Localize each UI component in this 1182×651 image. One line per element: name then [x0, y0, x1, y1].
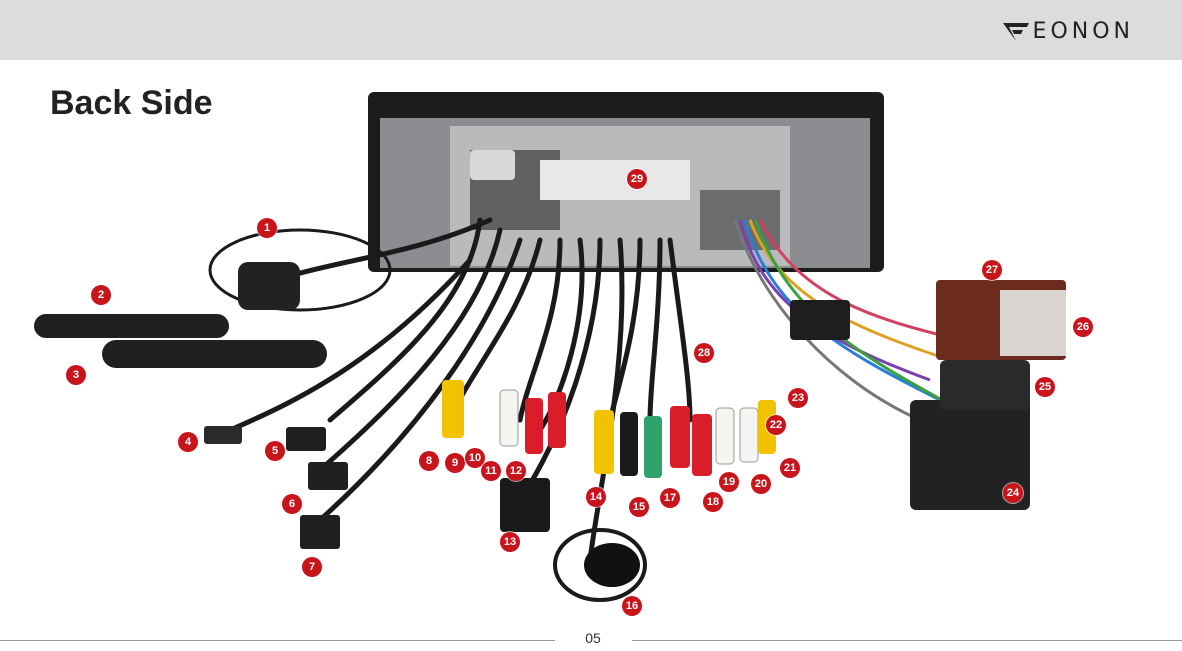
rca-connectors	[442, 380, 776, 478]
callout-13: 13	[500, 532, 520, 552]
callout-3: 3	[66, 365, 86, 385]
page-title: Back Side	[50, 84, 213, 122]
product-photo	[34, 92, 1066, 602]
callout-25: 25	[1035, 377, 1055, 397]
car-harness-plug-1	[910, 400, 1030, 510]
callout-11: 11	[481, 461, 501, 481]
callout-5: 5	[265, 441, 285, 461]
footer-divider-right	[632, 640, 1182, 641]
callout-4: 4	[178, 432, 198, 452]
usb-connector-2	[308, 462, 348, 490]
brand-logo: EONON	[1002, 19, 1134, 44]
callout-24: 24	[1003, 483, 1023, 503]
callout-6: 6	[282, 494, 302, 514]
gps-antenna	[208, 228, 392, 312]
usb-connector-1	[286, 427, 326, 451]
callout-23: 23	[788, 388, 808, 408]
logo-mark-icon	[1002, 23, 1029, 41]
page-number: 05	[585, 630, 601, 646]
callout-16: 16	[622, 596, 642, 616]
callout-2: 2	[91, 285, 111, 305]
callout-21: 21	[780, 458, 800, 478]
footer-divider-left	[0, 640, 555, 641]
canbus-label	[1000, 290, 1066, 356]
car-harness-plug-2	[940, 360, 1030, 410]
header-bar: EONON	[0, 0, 1182, 60]
callout-19: 19	[719, 472, 739, 492]
callout-1: 1	[257, 218, 277, 238]
usb-connector-3	[300, 515, 340, 549]
antenna-bar-2	[102, 340, 327, 368]
callout-14: 14	[586, 487, 606, 507]
callout-22: 22	[766, 415, 786, 435]
fakra-connector	[204, 426, 242, 444]
antenna-bar-1	[34, 314, 229, 338]
callout-20: 20	[751, 474, 771, 494]
callout-29: 29	[627, 169, 647, 189]
callout-9: 9	[445, 453, 465, 473]
callout-12: 12	[506, 461, 526, 481]
multi-pin-connector	[500, 478, 550, 532]
callout-18: 18	[703, 492, 723, 512]
callout-8: 8	[419, 451, 439, 471]
power-plug	[790, 300, 850, 340]
callout-7: 7	[302, 557, 322, 577]
head-unit	[368, 92, 884, 272]
callout-10: 10	[465, 448, 485, 468]
callout-15: 15	[629, 497, 649, 517]
brand-name: EONON	[1032, 19, 1134, 44]
callout-28: 28	[694, 343, 714, 363]
microphone	[553, 528, 647, 602]
callout-17: 17	[660, 488, 680, 508]
callout-26: 26	[1073, 317, 1093, 337]
callout-27: 27	[982, 260, 1002, 280]
